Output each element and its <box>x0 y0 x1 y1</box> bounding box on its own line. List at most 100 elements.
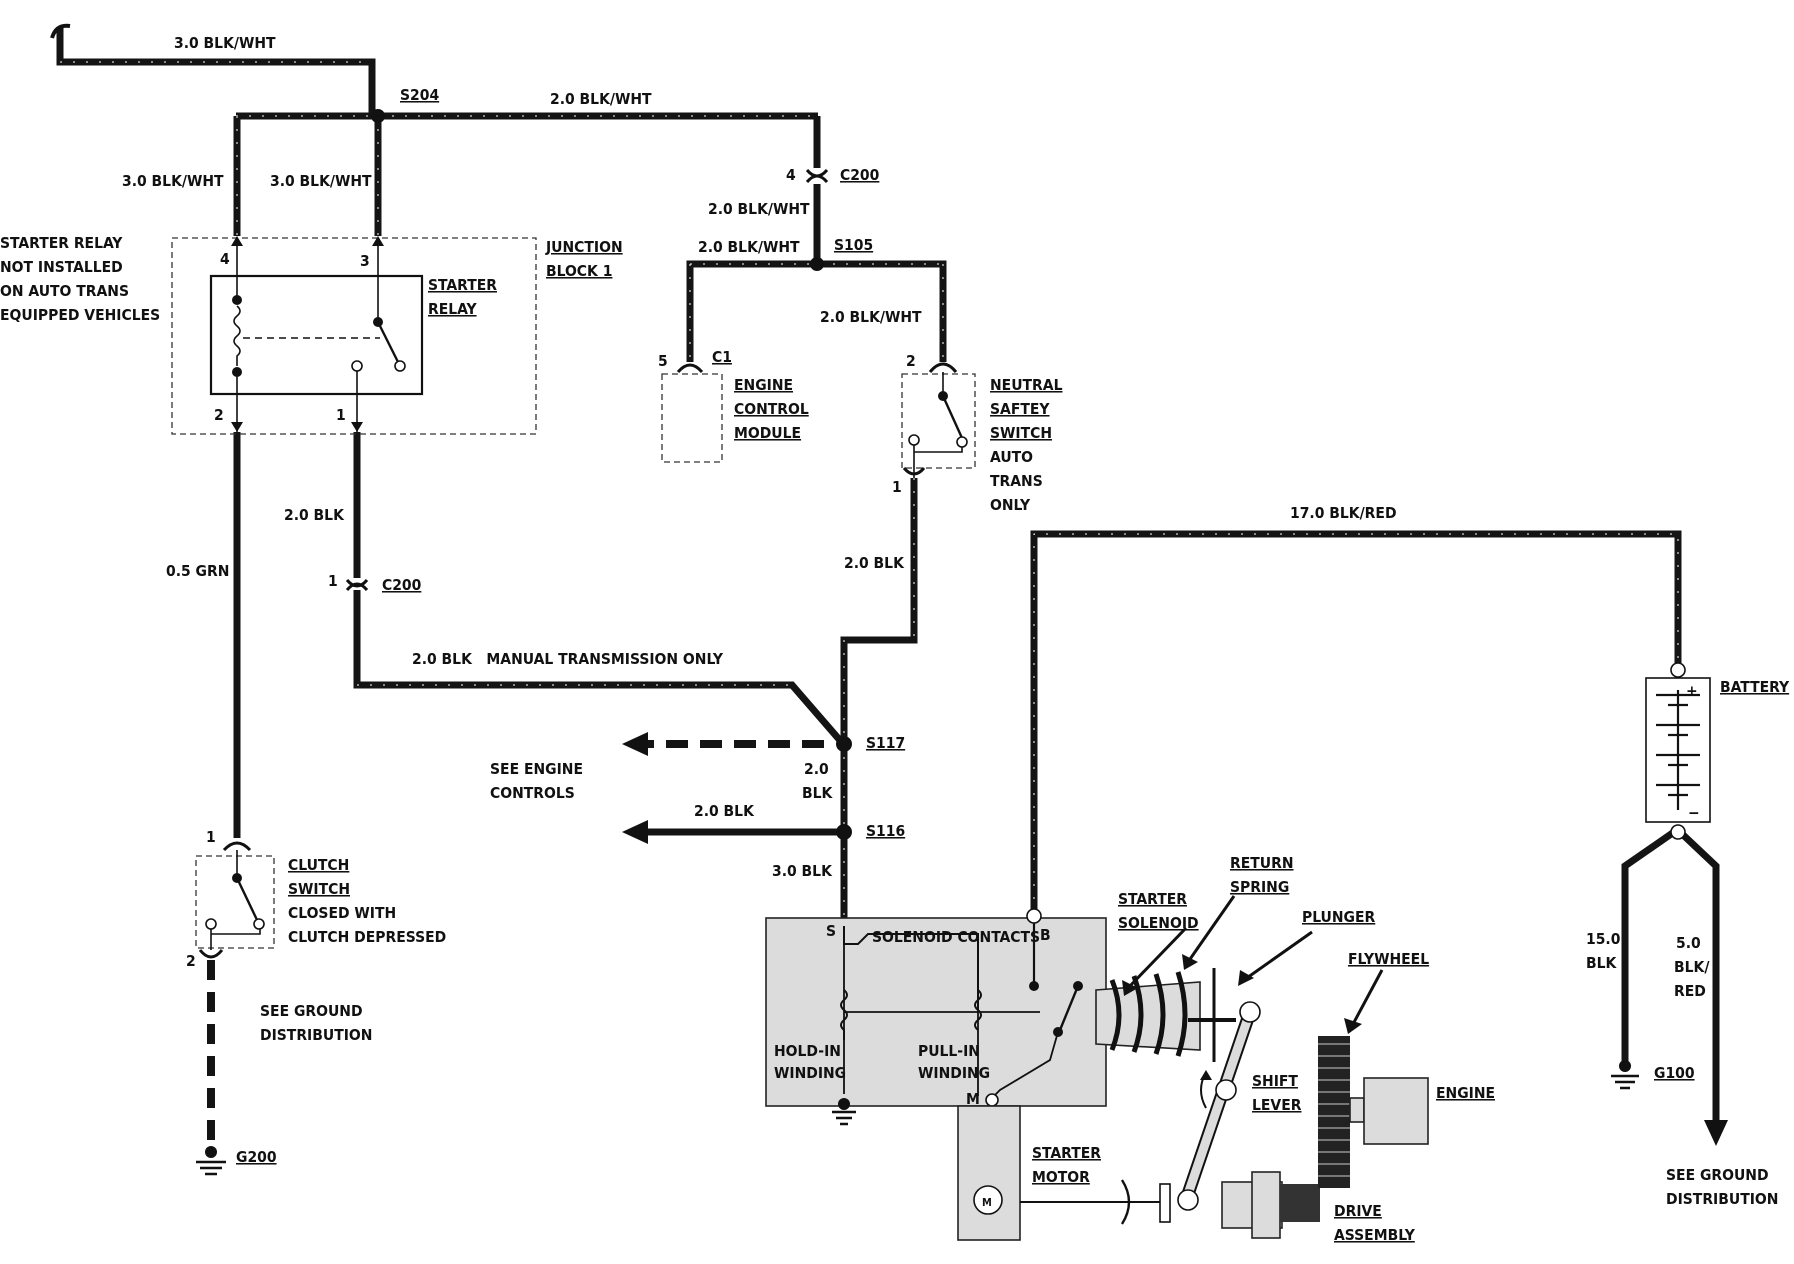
return-spring-icon <box>1095 968 1236 1062</box>
relay-note: NOT INSTALLED <box>0 258 123 276</box>
connector-label-c1: C1 <box>712 348 732 366</box>
clutch-switch <box>195 855 275 949</box>
wire-label: 3.0 BLK/WHT <box>270 172 372 190</box>
solenoid-contacts-label: SOLENOID CONTACTS <box>872 928 1040 946</box>
connector-label-c200: C200 <box>382 576 422 594</box>
pin-label: 4 <box>220 250 230 268</box>
ground-g200-icon <box>196 1146 226 1176</box>
starter-motor-label: STARTER <box>1032 1144 1101 1162</box>
wire-label: 2.0 BLK/WHT <box>820 308 922 326</box>
starter-relay-label: STARTER <box>428 276 497 294</box>
pin-arrow-icon <box>231 422 243 432</box>
winding-label: PULL-IN <box>918 1042 980 1060</box>
return-spring-label: RETURN <box>1230 854 1294 872</box>
relay-note: ON AUTO TRANS <box>0 282 129 300</box>
reference-label: SEE ENGINE <box>490 760 583 778</box>
pin-label: 3 <box>360 252 370 270</box>
nss-label: ONLY <box>990 496 1031 514</box>
ground-solenoid-icon <box>832 1110 856 1126</box>
starter-relay <box>209 274 424 396</box>
ecm-label: MODULE <box>734 424 801 442</box>
drive-assembly-label: DRIVE <box>1334 1202 1382 1220</box>
starter-motor-label: MOTOR <box>1032 1168 1090 1186</box>
shift-lever-icon <box>1177 1001 1261 1211</box>
wire-label: 2.0 BLK/WHT <box>708 200 810 218</box>
return-spring-label: SPRING <box>1230 878 1289 896</box>
wire-5-blk-red <box>1677 829 1720 1128</box>
engine-label: ENGINE <box>1436 1084 1495 1102</box>
wire-label: BLK <box>1586 954 1618 972</box>
splice-s116 <box>836 824 852 840</box>
wire-label: 3.0 BLK/WHT <box>174 34 276 52</box>
splice-s105 <box>810 257 824 271</box>
drive-assembly-label: ASSEMBLY <box>1334 1226 1416 1244</box>
splice-label-s116: S116 <box>866 822 905 840</box>
pin-label: 1 <box>328 572 338 590</box>
wire-label: BLK <box>802 784 834 802</box>
wire-label: 2.0 BLK/WHT <box>550 90 652 108</box>
reference-label: DISTRIBUTION <box>1666 1190 1778 1208</box>
motor-symbol-label: M <box>982 1196 992 1209</box>
wire-label: 2.0 BLK <box>844 554 905 572</box>
splice-s117 <box>836 736 852 752</box>
junction-block-1 <box>171 237 537 435</box>
pin-arrow-icon <box>231 236 243 246</box>
wire-manual-trans <box>353 590 847 748</box>
wire-label: 0.5 GRN <box>166 562 229 580</box>
battery-icon <box>1645 662 1711 840</box>
wire-15-blk <box>1621 829 1676 1062</box>
flywheel-label: FLYWHEEL <box>1348 950 1429 968</box>
pin-label: 2 <box>906 352 916 370</box>
ecm-label: ENGINE <box>734 376 793 394</box>
c1-connector-icon <box>676 363 704 374</box>
wire-label: 3.0 BLK <box>772 862 833 880</box>
winding-label: WINDING <box>918 1064 990 1082</box>
wire-label: 3.0 BLK/WHT <box>122 172 224 190</box>
nss-label: TRANS <box>990 472 1043 490</box>
arrow-left-icon <box>622 732 648 756</box>
starter-solenoid-label: STARTER <box>1118 890 1187 908</box>
reference-label: SEE GROUND <box>1666 1166 1769 1184</box>
arrow-left-icon <box>622 820 648 844</box>
winding-label: HOLD-IN <box>774 1042 841 1060</box>
pin-label: 2 <box>186 952 196 970</box>
neutral-safety-switch <box>901 373 976 469</box>
ground-label-g100: G100 <box>1654 1064 1695 1082</box>
starter-relay-label: RELAY <box>428 300 477 318</box>
pin-arrow-icon <box>372 236 384 246</box>
reference-label: CONTROLS <box>490 784 575 802</box>
neutral-safety-switch-internals <box>902 362 968 478</box>
clutch-switch-label: CLOSED WITH <box>288 904 396 922</box>
arrow-down-icon <box>1704 1120 1728 1146</box>
starter-motor-housing <box>957 1105 1021 1241</box>
nss-label: NEUTRAL <box>990 376 1063 394</box>
connector-label-c200: C200 <box>840 166 880 184</box>
connector-c200-mid <box>345 578 369 592</box>
wire-label: BLK/ <box>1674 958 1710 976</box>
wire-label: 2.0 BLK <box>694 802 755 820</box>
reference-label: DISTRIBUTION <box>260 1026 372 1044</box>
reference-label: SEE GROUND <box>260 1002 363 1020</box>
nss-label: AUTO <box>990 448 1033 466</box>
solenoid-internals <box>838 908 1083 1110</box>
wire-label: 15.0 <box>1586 930 1621 948</box>
winding-label: WINDING <box>774 1064 846 1082</box>
clutch-switch-internals <box>198 841 265 959</box>
wire-battery-cable <box>1030 530 1682 912</box>
plunger-label: PLUNGER <box>1302 908 1376 926</box>
ground-g100-icon <box>1611 1060 1639 1090</box>
flywheel-icon <box>1318 1036 1429 1188</box>
pin-arrow-icon <box>351 422 363 432</box>
wire-label: 2.0 BLK <box>284 506 345 524</box>
battery-label: BATTERY <box>1720 678 1790 696</box>
starter-solenoid-label: SOLENOID <box>1118 914 1199 932</box>
junction-block-label: BLOCK 1 <box>546 262 612 280</box>
starter-relay-internals <box>231 236 406 432</box>
pin-label: 1 <box>336 406 346 424</box>
pin-label: 1 <box>206 828 216 846</box>
nss-label: SWITCH <box>990 424 1052 442</box>
wire-label: 2.0 BLK MANUAL TRANSMISSION ONLY <box>412 650 724 668</box>
battery-terminal: − <box>1688 804 1700 822</box>
connector-c200-top <box>805 168 829 184</box>
